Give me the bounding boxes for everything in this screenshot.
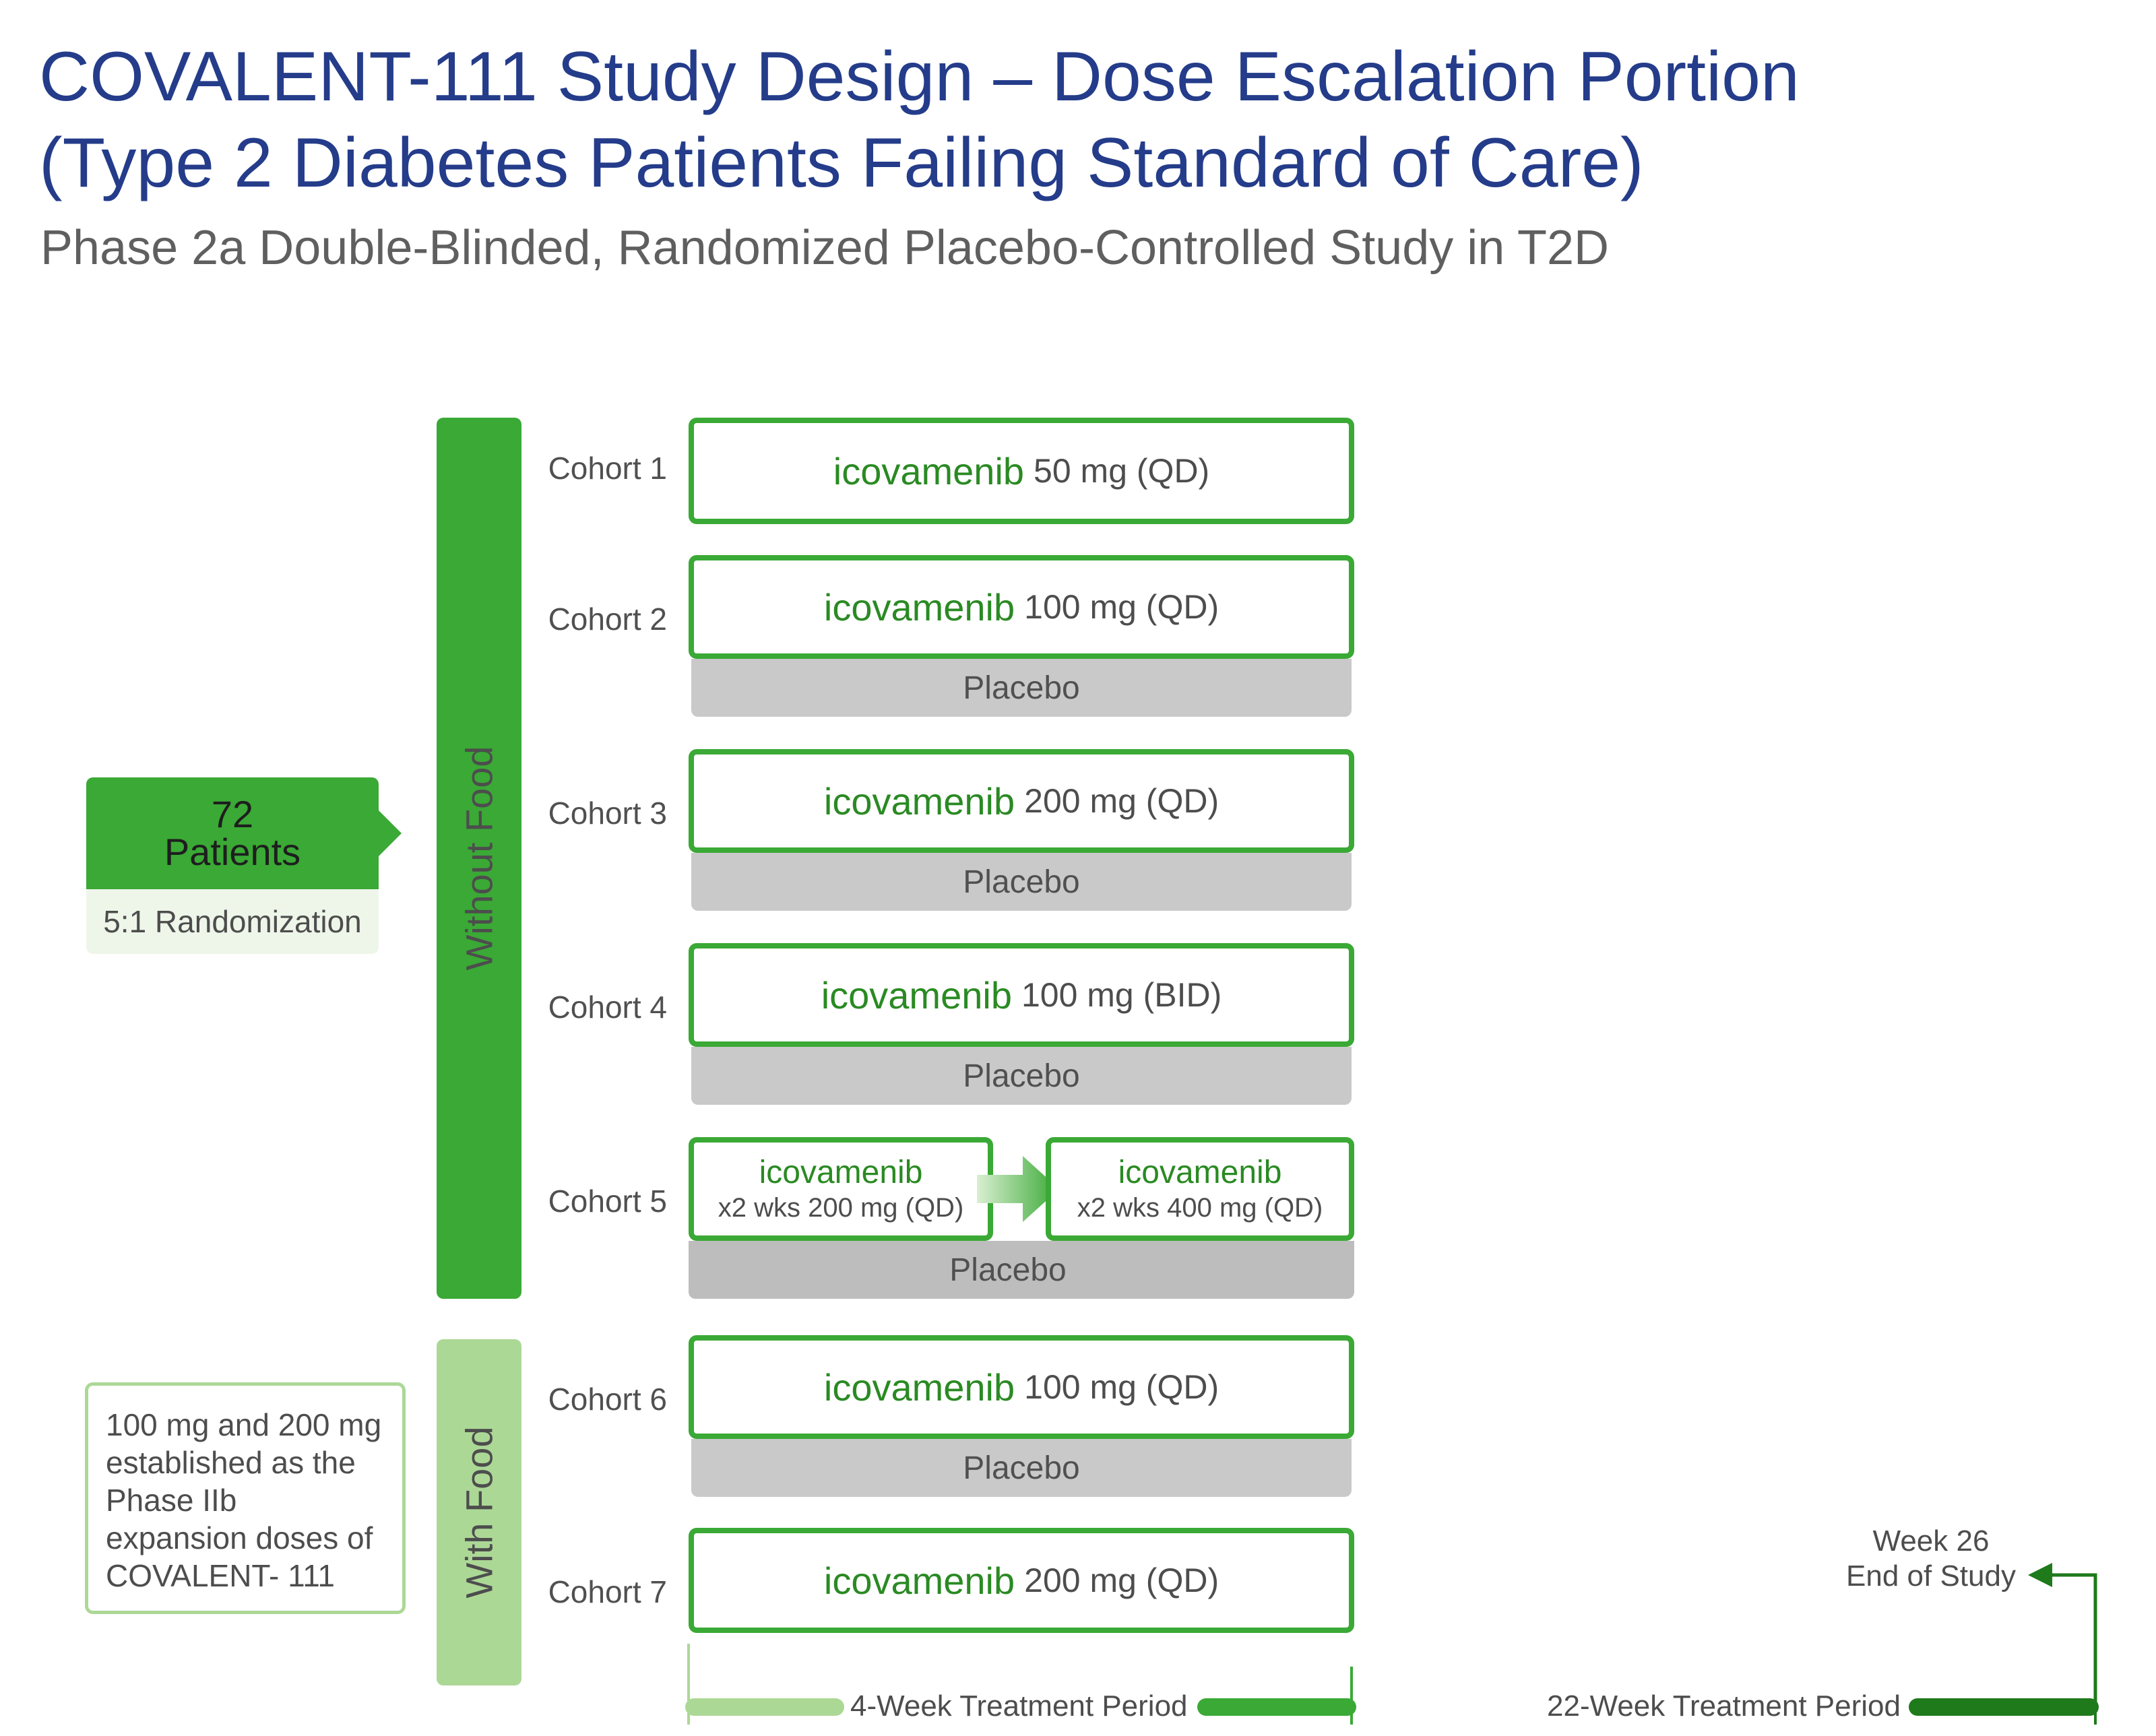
cohort-label: Cohort 4 — [548, 990, 667, 1025]
end-connector-line — [2048, 1573, 2097, 1707]
dose-box: icovamenib 100 mg (QD) — [689, 555, 1354, 659]
cohort-label: Cohort 2 — [548, 602, 667, 637]
page-subtitle: Phase 2a Double-Blinded, Randomized Plac… — [40, 221, 1610, 275]
drug-name: icovamenib — [759, 1155, 923, 1190]
dose-value: 100 mg (BID) — [1021, 976, 1222, 1014]
page-title: COVALENT-111 Study Design – Dose Escalat… — [39, 34, 1800, 206]
placebo-bar: Placebo — [689, 1241, 1354, 1299]
dose-box-step-2: icovamenib x2 wks 400 mg (QD) — [1046, 1137, 1354, 1241]
end-study: End of Study — [1846, 1560, 2016, 1593]
cohort-label: Cohort 7 — [548, 1574, 667, 1609]
dose-box: icovamenib 200 mg (QD) — [689, 1528, 1354, 1633]
cohort-label: Cohort 6 — [548, 1382, 667, 1417]
drug-name: icovamenib — [1118, 1155, 1282, 1190]
end-of-study-label: Week 26 End of Study — [1843, 1524, 2019, 1594]
period-1-label: 4-Week Treatment Period — [850, 1690, 1188, 1723]
drug-name: icovamenib — [823, 1365, 1015, 1409]
dose-value: 100 mg (QD) — [1024, 588, 1219, 626]
randomization-label: 5:1 Randomization — [86, 889, 379, 954]
placebo-bar: Placebo — [691, 853, 1352, 911]
patient-count: 72 — [211, 793, 254, 835]
dose-box: icovamenib 100 mg (QD) — [689, 1335, 1354, 1439]
period-2-label: 22-Week Treatment Period — [1547, 1690, 1901, 1723]
dose-value: 200 mg (QD) — [1024, 782, 1219, 820]
dose-box-step-1: icovamenib x2 wks 200 mg (QD) — [689, 1137, 993, 1241]
cohort-label: Cohort 1 — [548, 451, 667, 486]
placebo-bar: Placebo — [691, 1439, 1352, 1497]
cohort-label: Cohort 3 — [548, 796, 667, 831]
dose-value: x2 wks 200 mg (QD) — [718, 1193, 964, 1223]
end-week: Week 26 — [1872, 1524, 1990, 1557]
escalation-arrow-icon — [977, 1156, 1059, 1222]
dose-value: 50 mg (QD) — [1034, 452, 1210, 490]
patients-box: 72 Patients — [86, 777, 379, 889]
cohort-label: Cohort 5 — [548, 1184, 667, 1219]
with-food-bar: With Food — [437, 1339, 521, 1685]
placebo-bar: Placebo — [691, 1047, 1352, 1105]
title-line-2: (Type 2 Diabetes Patients Failing Standa… — [39, 124, 1644, 202]
placebo-bar: Placebo — [691, 659, 1352, 717]
patients-arrow-icon — [376, 808, 402, 859]
dose-box: icovamenib 50 mg (QD) — [689, 418, 1354, 524]
dose-box: icovamenib 200 mg (QD) — [689, 749, 1354, 853]
dose-value: 100 mg (QD) — [1024, 1368, 1219, 1406]
end-arrow-icon — [2028, 1563, 2052, 1587]
drug-name: icovamenib — [821, 973, 1012, 1017]
patient-count-label: Patients — [164, 831, 301, 873]
drug-name: icovamenib — [823, 779, 1015, 823]
drug-name: icovamenib — [833, 449, 1025, 492]
dose-value: 200 mg (QD) — [1024, 1562, 1219, 1599]
title-line-1: COVALENT-111 Study Design – Dose Escalat… — [39, 38, 1800, 116]
expansion-dose-note: 100 mg and 200 mg established as the Pha… — [85, 1382, 406, 1614]
drug-name: icovamenib — [823, 585, 1015, 629]
dose-value: x2 wks 400 mg (QD) — [1077, 1193, 1323, 1223]
without-food-bar: Without Food — [437, 418, 521, 1299]
drug-name: icovamenib — [823, 1559, 1015, 1602]
dose-box: icovamenib 100 mg (BID) — [689, 943, 1354, 1047]
